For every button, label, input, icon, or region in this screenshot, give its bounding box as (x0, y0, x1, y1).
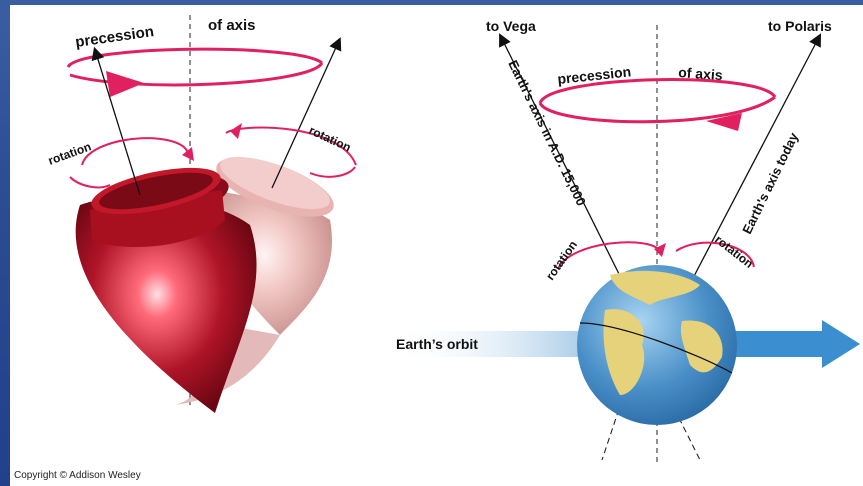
earth-orbit-arrowhead (822, 320, 860, 368)
left-of-axis-label: of axis (208, 17, 256, 34)
left-rotation-label-1: rotation (46, 139, 93, 167)
earth-rotation-label-2: rotation (712, 232, 756, 271)
right-rotation-arc-2 (310, 167, 355, 177)
left-precession-label: precession (74, 23, 155, 51)
earth-rotation-label-1: rotation (543, 238, 580, 283)
red-top-axis-line (96, 53, 140, 195)
precession-diagram: precession of axis rotation rotation to … (10, 5, 863, 486)
to-polaris-label: to Polaris (768, 18, 832, 34)
left-rotation-arc-1 (82, 138, 188, 165)
earth-rotation-arrow (654, 243, 666, 257)
to-vega-label: to Vega (486, 18, 536, 34)
left-precession-arrowhead (106, 71, 144, 97)
left-precession-arc-back (68, 49, 322, 67)
left-rotation-arc-2 (70, 177, 110, 187)
today-axis-label: Earth's axis today (739, 130, 801, 237)
ghost-axis-line (272, 43, 338, 188)
earth-orbit-band-right (735, 331, 825, 357)
copyright-text: Copyright © Addison Wesley (14, 470, 141, 481)
earth-orbit-label: Earth’s orbit (396, 336, 478, 352)
earth-globe (577, 265, 737, 425)
right-of-axis-label: of axis (678, 64, 724, 83)
right-rotation-arrow-1 (230, 123, 242, 139)
diagram-panel: precession of axis rotation rotation to … (10, 5, 863, 486)
left-rotation-label-2: rotation (307, 123, 353, 155)
left-rotation-arrow-1 (182, 147, 194, 161)
